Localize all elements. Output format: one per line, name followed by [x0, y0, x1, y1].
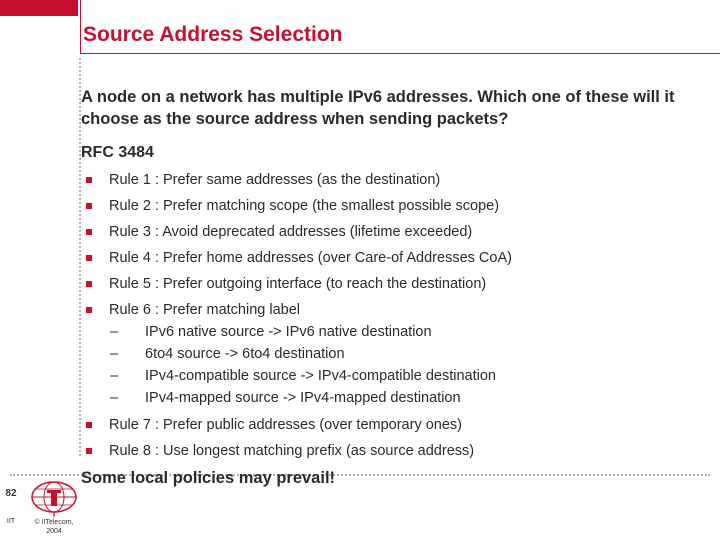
rule-text: Rule 3 : Avoid deprecated addresses (lif… — [109, 224, 473, 240]
intro-question: A node on a network has multiple IPv6 ad… — [81, 88, 675, 128]
title-frame — [80, 0, 720, 54]
dash-marker: – — [110, 346, 119, 362]
globe-logo-icon — [31, 481, 77, 517]
subitem-text: IPv4-compatible source -> IPv4-compatibl… — [145, 368, 496, 384]
subitem-text: 6to4 source -> 6to4 destination — [145, 346, 345, 362]
bottom-dotted-divider — [10, 474, 710, 476]
bullet-icon — [86, 203, 92, 209]
bullet-icon — [86, 307, 92, 313]
subitem-text: IPv4-mapped source -> IPv4-mapped destin… — [145, 390, 461, 406]
rule-text: Rule 6 : Prefer matching label — [109, 302, 301, 318]
copyright-line: © IITelecom, — [34, 519, 74, 526]
bullet-icon — [86, 229, 92, 235]
rule-text: Rule 5 : Prefer outgoing interface (to r… — [109, 276, 487, 292]
bullet-icon — [86, 422, 92, 428]
page-number: 82 — [5, 488, 17, 499]
dash-marker: – — [110, 390, 119, 406]
bullet-icon — [86, 177, 92, 183]
rule-text: Rule 8 : Use longest matching prefix (as… — [109, 443, 475, 459]
dash-marker: – — [110, 324, 119, 340]
bullet-icon — [86, 448, 92, 454]
rule-text: Rule 7 : Prefer public addresses (over t… — [109, 417, 462, 433]
copyright-year: 2004 — [46, 528, 62, 535]
slide-title: Source Address Selection — [83, 23, 343, 46]
rfc-heading: RFC 3484 — [81, 144, 154, 161]
dash-marker: – — [110, 368, 119, 384]
bullet-icon — [86, 281, 92, 287]
brand-bar — [0, 0, 78, 16]
left-dotted-divider — [79, 58, 81, 456]
rule-text: Rule 4 : Prefer home addresses (over Car… — [109, 250, 512, 266]
copyright: © IITelecom, 2004 — [28, 518, 80, 536]
bullet-icon — [86, 255, 92, 261]
rule-text: Rule 2 : Prefer matching scope (the smal… — [109, 198, 500, 214]
org-label: IIT — [6, 518, 16, 525]
footer-note: Some local policies may prevail! — [81, 469, 336, 487]
subitem-text: IPv6 native source -> IPv6 native destin… — [145, 324, 432, 340]
rule-text: Rule 1 : Prefer same addresses (as the d… — [109, 172, 441, 188]
